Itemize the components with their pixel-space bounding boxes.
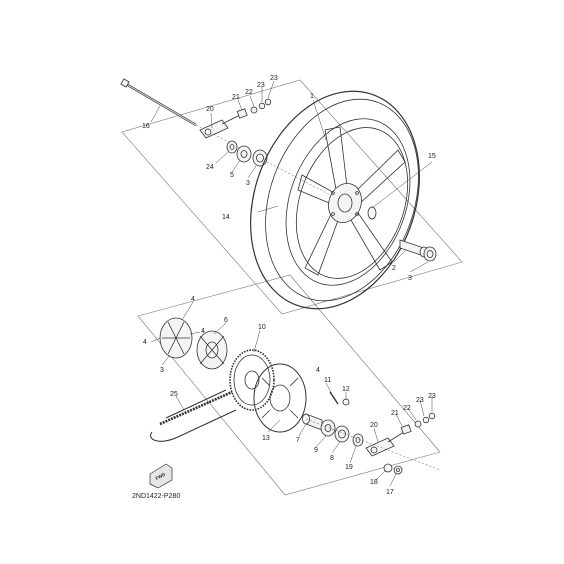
callout: 9 (314, 447, 318, 454)
callout: 23 (416, 397, 424, 404)
callout: 8 (330, 455, 334, 462)
axle[interactable] (120, 78, 197, 126)
bolt[interactable] (329, 391, 339, 405)
callout: 13 (262, 435, 270, 442)
callout: 14 (222, 214, 230, 221)
callout: 3 (246, 180, 250, 187)
callout: 25 (170, 391, 178, 398)
callout: 4 (316, 367, 320, 374)
callout: 7 (296, 437, 300, 444)
oil-seal-lower[interactable] (334, 425, 350, 443)
adjuster-plate-lower[interactable] (400, 424, 412, 435)
callout: 21 (391, 410, 399, 417)
washer-lower[interactable] (414, 420, 422, 428)
callout: 5 (230, 172, 234, 179)
callout: 6 (224, 317, 228, 324)
oil-seal-upper[interactable] (252, 149, 268, 167)
rear-wheel[interactable] (222, 67, 449, 332)
clutch-hub[interactable] (196, 330, 228, 370)
callout: 3 (408, 275, 412, 282)
lower-reference-plane (137, 274, 441, 496)
washer-upper[interactable] (250, 106, 258, 114)
leader-lines (150, 80, 433, 487)
callout: 22 (245, 89, 253, 96)
callout: 18 (370, 479, 378, 486)
callout: 4 (143, 339, 147, 346)
adjuster-plate-upper[interactable] (236, 108, 248, 119)
diagram-code: 2ND1422-P280 (132, 493, 180, 500)
callout: 10 (258, 324, 266, 331)
callout: 3 (160, 367, 164, 374)
callout: 12 (342, 386, 350, 393)
callout: 20 (206, 106, 214, 113)
chain-adjuster-left[interactable] (199, 114, 241, 139)
nut-lower-a[interactable] (422, 416, 430, 424)
callout: 16 (142, 123, 150, 130)
callout: 24 (206, 164, 214, 171)
collar-lower[interactable] (352, 433, 364, 447)
bearing-lower[interactable] (320, 419, 336, 437)
callout: 1 (310, 93, 314, 100)
driven-sprocket[interactable] (229, 349, 275, 411)
callout: 17 (386, 489, 394, 496)
callout: 22 (403, 405, 411, 412)
callout: 20 (370, 422, 378, 429)
nut-upper-b[interactable] (264, 98, 272, 106)
nut-lower-b[interactable] (428, 412, 436, 420)
fwd-label: FWD (155, 471, 167, 481)
upper-reference-plane (121, 79, 463, 315)
callout: 23 (257, 82, 265, 89)
oil-seal-right[interactable] (423, 246, 437, 262)
callout: 2 (392, 265, 396, 272)
callout: 19 (345, 464, 353, 471)
callout: 15 (428, 153, 436, 160)
axle-nut[interactable] (383, 463, 403, 475)
hub-damper[interactable] (159, 317, 193, 359)
callout: 4 (201, 328, 205, 335)
sprocket-hub-flange[interactable] (302, 413, 323, 431)
callout: 4 (191, 296, 195, 303)
collar-upper[interactable] (226, 140, 238, 154)
chain-adjuster-right[interactable] (365, 431, 405, 457)
forward-direction-badge: FWD (149, 463, 173, 489)
callout: 23 (428, 393, 436, 400)
callout-labels: 1 2 3 3 3 4 4 4 4 5 6 7 8 9 10 11 12 13 … (142, 75, 436, 496)
bearing-upper[interactable] (236, 145, 252, 163)
callout: 11 (324, 377, 331, 384)
callout: 21 (232, 94, 240, 101)
nut-upper-a[interactable] (258, 102, 266, 110)
sprocket-cover[interactable] (253, 363, 307, 433)
callout: 23 (270, 75, 278, 82)
drive-chain[interactable] (150, 389, 237, 442)
